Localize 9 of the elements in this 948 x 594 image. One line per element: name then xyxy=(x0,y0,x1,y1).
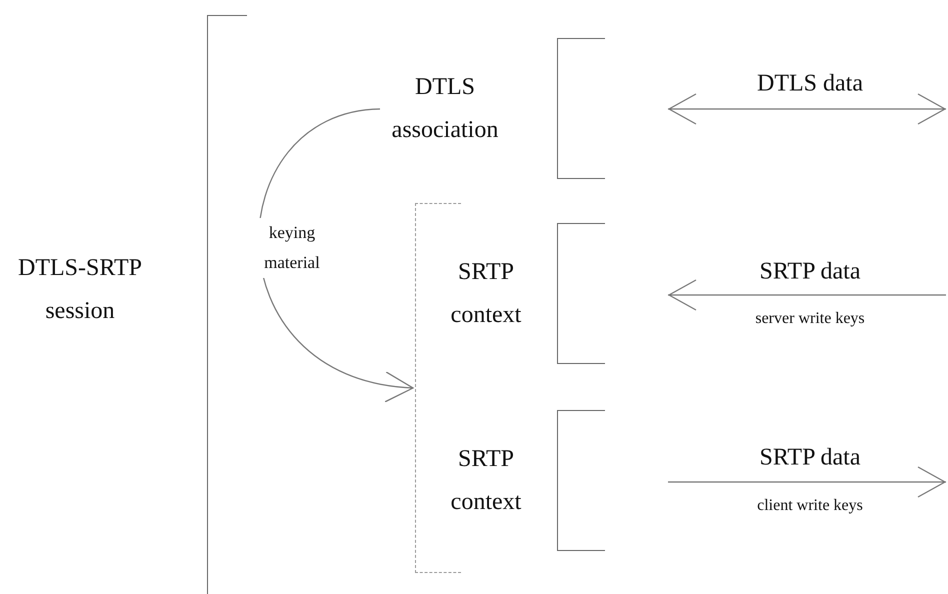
bracket xyxy=(557,38,605,179)
node-label: DTLS-SRTP session xyxy=(17,254,143,326)
bracket xyxy=(557,410,605,551)
bracket xyxy=(557,223,605,364)
node-label: SRTP context xyxy=(450,258,522,330)
key-note: server write keys xyxy=(755,310,865,328)
node-label: SRTP context xyxy=(450,445,522,517)
node-label: DTLS association xyxy=(390,73,500,145)
key-note: client write keys xyxy=(757,497,863,515)
